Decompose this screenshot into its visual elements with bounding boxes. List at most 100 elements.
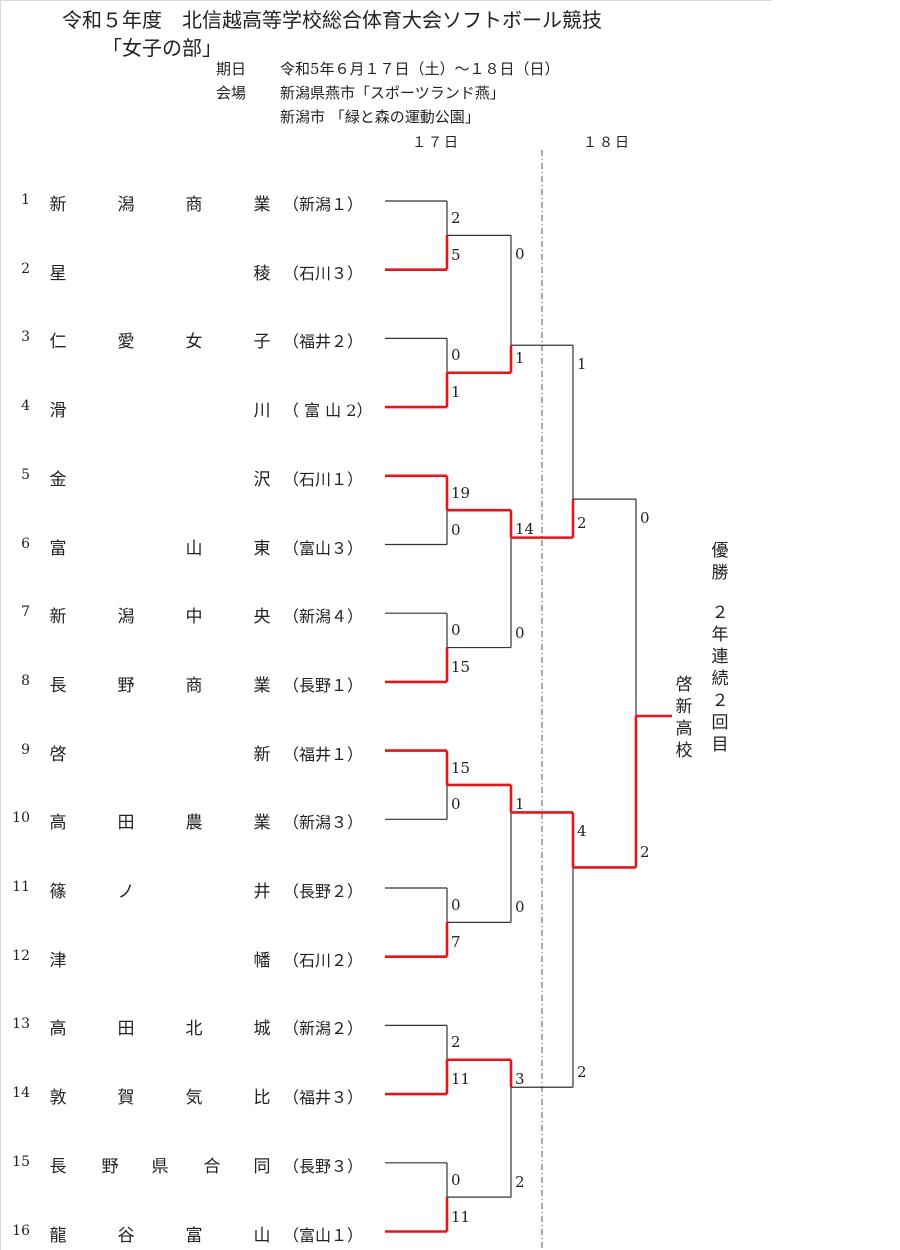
game-score: 3 [515,1069,525,1088]
team-name-char: 商 [185,195,203,215]
game-score: 2 [451,1033,461,1052]
team-name-char: 滑 [49,401,67,422]
game-score: 15 [451,657,471,676]
game-score: 0 [515,898,525,917]
team-number: 11 [12,879,30,895]
team-name-char: 仁 [49,332,67,353]
team-name-char: 新 [49,607,67,628]
team-number: 16 [12,1222,30,1239]
team-name-char: 津 [49,950,67,971]
team-number: 12 [12,947,30,964]
team-name-char: 央 [253,607,271,628]
team-name-char: 東 [253,538,271,559]
team-name-char: ノ [117,882,135,902]
team-name-char: 県 [151,1156,169,1177]
team-prefecture: （石川１） [283,469,364,489]
team-name-char: 新 [253,744,271,765]
team-name-char: 星 [49,263,67,284]
team-name-char: 金 [49,469,67,490]
team-number: 8 [21,672,30,689]
game-score: 1 [515,794,525,813]
venue-2: 新潟市 「緑と森の運動公園」 [280,108,480,126]
team-number: 6 [21,535,30,552]
team-name-char: 山 [185,538,203,559]
team-name-char: 谷 [117,1225,135,1246]
champion-note: ２年連続２回目 [711,603,729,755]
team-name-char: 野 [117,675,135,696]
game-score: 2 [577,513,587,532]
game-score: 2 [515,1173,525,1192]
team-number: 13 [12,1016,30,1033]
champion-team: 啓新高校 [675,675,693,761]
team-name-char: 長 [49,1156,67,1177]
team-prefecture: （新潟４） [283,607,364,627]
day1-header: １７日 [412,135,460,151]
game-score: 1 [451,383,461,402]
team-name-char: 新 [49,195,67,215]
team-prefecture: （福井２） [283,332,364,352]
team-name-char: 富 [49,538,67,559]
team-name-char: 敦 [49,1088,67,1109]
game-score: 4 [577,822,587,841]
team-name-char: 潟 [117,195,135,215]
game-score: 11 [451,1070,471,1089]
team-number: 4 [21,398,30,415]
team-name-char: 北 [185,1019,203,1040]
game-score: 0 [515,245,525,264]
team-name-char: 業 [253,195,271,215]
team-name-char: 啓 [49,744,67,765]
team-prefecture: （長野３） [283,1156,364,1176]
team-name-char: 気 [185,1088,203,1109]
team-number: 9 [21,741,30,758]
team-name-char: 農 [185,813,203,834]
tournament-title: 令和５年度 北信越高等学校総合体育大会ソフトボール競技 [62,8,602,32]
game-score: 19 [451,483,471,502]
team-name-char: 井 [253,882,271,902]
team-number: 10 [12,810,30,827]
venue-label: 会場 [216,84,247,102]
division-subtitle: 「女子の部」 [102,36,222,60]
team-prefecture: （新潟１） [283,195,364,214]
game-score: 0 [515,623,525,642]
team-name-char: 業 [253,675,271,696]
team-number: 1 [21,192,30,208]
team-name-char: 賀 [117,1088,135,1109]
date-label: 期日 [216,60,247,78]
game-score: 2 [577,1063,587,1082]
team-number: 15 [12,1153,30,1170]
game-score: 1 [577,355,587,374]
team-name-char: 商 [185,675,203,696]
game-score: 2 [451,209,461,227]
game-score: 0 [640,509,650,528]
team-prefecture: （長野２） [283,882,364,901]
team-number: 7 [21,604,30,621]
team-prefecture: （富山１） [283,1225,364,1245]
team-number: 14 [12,1085,30,1102]
team-name-char: 潟 [117,607,135,628]
team-name-char: 城 [253,1019,271,1040]
game-score: 15 [451,758,471,777]
team-name-char: 稜 [253,263,271,284]
team-name-char: 川 [253,401,271,422]
team-prefecture: （新潟２） [283,1019,364,1039]
game-score: 0 [451,795,461,814]
team-name-char: 沢 [253,469,271,490]
day2-header: １８日 [583,135,631,151]
team-prefecture: （新潟３） [283,813,364,833]
team-name-char: 田 [117,813,135,834]
venue-1: 新潟県燕市「スポーツランド燕」 [280,84,505,102]
team-name-char: 同 [253,1156,271,1177]
team-name-char: 篠 [49,882,67,902]
team-name-char: 女 [185,332,203,353]
team-name-char: 高 [49,1019,67,1040]
team-name-char: 富 [185,1225,203,1246]
left-border [0,0,1,1250]
team-name-char: 山 [253,1225,271,1246]
team-number: 5 [21,466,30,483]
game-score: 0 [451,896,461,914]
team-prefecture: （石川３） [283,263,364,283]
game-score: 0 [451,621,461,640]
game-score: 2 [640,843,650,862]
team-name-char: 中 [185,607,203,628]
